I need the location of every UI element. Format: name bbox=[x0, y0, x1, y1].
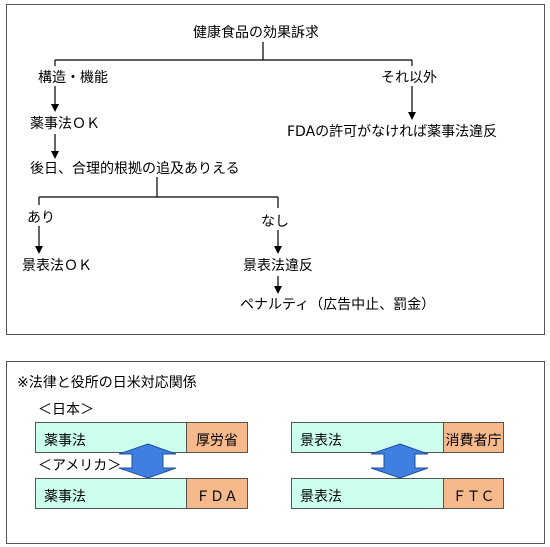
flowchart-panel bbox=[6, 4, 545, 335]
us-pharma-law-box: 薬事法 bbox=[35, 478, 187, 509]
root-node: 健康食品の効果訴求 bbox=[193, 25, 319, 41]
us-pharma-agency-box: ＦＤＡ bbox=[186, 478, 248, 509]
jp-pharma-law-label: 薬事法 bbox=[44, 433, 86, 449]
no-branch-label: なし bbox=[261, 214, 289, 230]
yes-branch-label: あり bbox=[27, 210, 55, 226]
jp-labeling-law-box: 景表法 bbox=[291, 422, 444, 453]
america-label: ＜アメリカ＞ bbox=[38, 458, 122, 474]
jp-pharma-agency-box: 厚労省 bbox=[186, 422, 248, 453]
jp-labeling-law-label: 景表法 bbox=[300, 433, 342, 449]
yes-result-node: 景表法ＯＫ bbox=[22, 258, 92, 274]
jp-pharma-agency-label: 厚労省 bbox=[196, 433, 238, 449]
no-result-node: 景表法違反 bbox=[243, 258, 313, 274]
us-labeling-agency-box: ＦＴＣ bbox=[443, 478, 504, 509]
right-result-node: FDAの許可がなければ薬事法違反 bbox=[287, 124, 498, 140]
mapping-title: ※法律と役所の日米対応関係 bbox=[17, 375, 197, 391]
jp-labeling-agency-box: 消費者庁 bbox=[443, 422, 504, 453]
japan-label: ＜日本＞ bbox=[38, 402, 94, 418]
us-labeling-law-label: 景表法 bbox=[300, 489, 342, 505]
followup-node: 後日、合理的根拠の追及ありえる bbox=[30, 161, 240, 177]
us-pharma-agency-label: ＦＤＡ bbox=[196, 489, 238, 505]
left-branch-label: 構造・機能 bbox=[38, 70, 108, 86]
pharma-double-arrow bbox=[118, 443, 177, 479]
left-result-node: 薬事法ＯＫ bbox=[30, 116, 100, 132]
us-pharma-law-label: 薬事法 bbox=[44, 489, 86, 505]
labeling-double-arrow bbox=[370, 443, 429, 479]
penalty-node: ペナルティ（広告中止、罰金） bbox=[240, 297, 436, 313]
jp-labeling-agency-label: 消費者庁 bbox=[445, 433, 502, 449]
us-labeling-law-box: 景表法 bbox=[291, 478, 444, 509]
right-branch-label: それ以外 bbox=[381, 70, 437, 86]
jp-pharma-law-box: 薬事法 bbox=[35, 422, 187, 453]
us-labeling-agency-label: ＦＴＣ bbox=[452, 489, 495, 505]
